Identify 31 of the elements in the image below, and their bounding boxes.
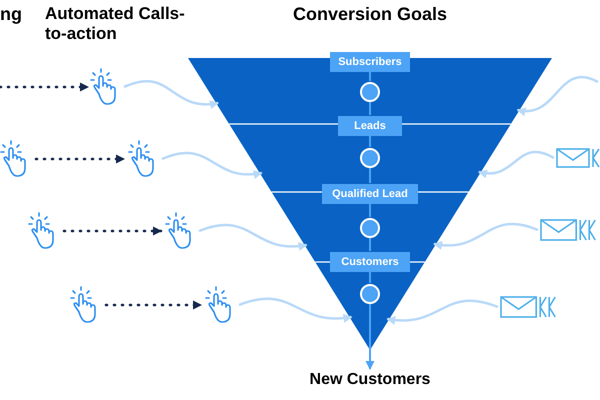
curved-arrow [516,76,598,116]
dotted-arrow [62,226,162,236]
curved-arrow [478,150,555,178]
diagram-heading: Conversion Goals [292,4,448,26]
connector-line [369,168,371,183]
stage-box: Qualified Lead [322,184,418,204]
curved-arrow [238,298,352,322]
connector-line [369,204,371,217]
curved-arrow [386,300,498,324]
curved-arrow [124,80,220,108]
connector-line [369,136,371,147]
funnel-outcome-label: New Customers [280,370,460,396]
curved-arrow [162,152,263,178]
stage-box: Leads [338,116,402,136]
dotted-arrow [34,154,126,164]
curved-arrow [433,222,538,250]
dotted-arrow [104,300,202,310]
connector-line [369,238,371,251]
dotted-arrow [0,82,90,92]
connector-line [369,72,371,81]
curved-arrow [198,224,308,250]
column-heading: ng [0,4,23,26]
stage-box: Customers [330,252,410,272]
stage-box: Subscribers [330,52,410,72]
column-heading: Automated Calls-to-action [45,4,186,45]
connector-line [369,102,371,115]
connector-line [369,272,371,283]
envelope-icon [556,148,600,168]
envelope-icon [500,296,558,318]
envelope-icon [540,219,598,241]
arrow [366,304,374,370]
